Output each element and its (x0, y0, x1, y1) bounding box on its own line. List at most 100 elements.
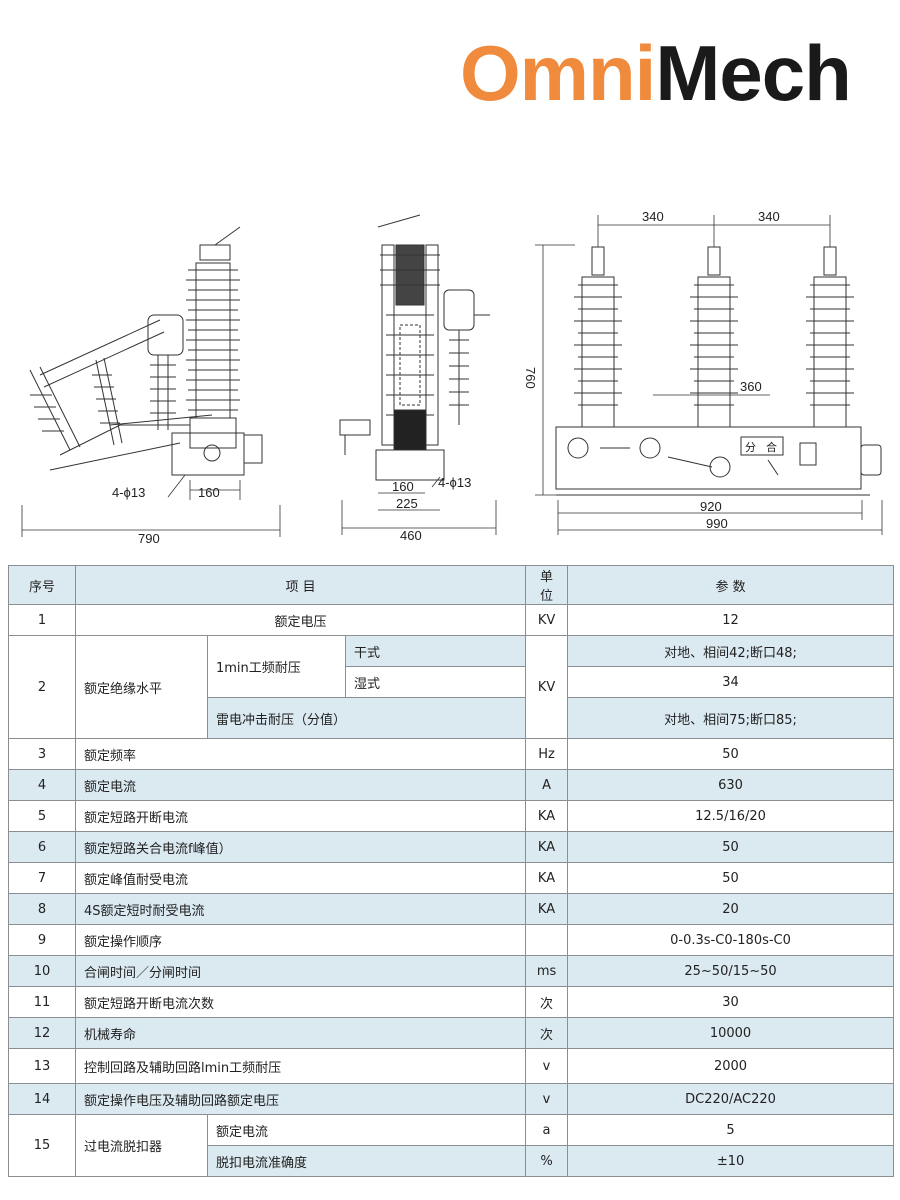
row-unit: v (525, 1048, 569, 1084)
side-base-frame (49, 424, 263, 476)
table-row: 雷电冲击耐压（分值） 对地、相间75;断口85; (9, 697, 895, 739)
front-dim-a: 160 (392, 479, 414, 494)
side-dim-total: 790 (138, 531, 160, 546)
row-subitem: 脱扣电流准确度 (206, 1145, 527, 1177)
row-item: 额定操作电压及辅助回路额定电压 (74, 1083, 527, 1115)
row-unit: KV (525, 604, 569, 636)
side-dim-holes: 4-ϕ13 (112, 485, 145, 500)
row-value: 50 (567, 862, 895, 894)
table-row: 4 额定电流 A 630 (8, 769, 895, 801)
table-row: 1 额定电压 KV 12 (8, 604, 895, 636)
row-item: 机械寿命 (74, 1017, 527, 1049)
row-value-wet: 34 (567, 666, 895, 698)
table-row: 6 额定短路关合电流f峰值） KA 50 (8, 831, 895, 863)
header-item: 项 目 (74, 565, 527, 605)
row-value: 2000 (567, 1048, 895, 1084)
row-subitem: 1min工频耐压 (207, 635, 346, 698)
front-dim-total: 460 (400, 528, 422, 543)
row-unit: KA (525, 893, 569, 925)
front-base-frame (339, 419, 445, 481)
row-item: 额定短路开断电流次数 (74, 986, 527, 1018)
row-unit: Hz (525, 738, 569, 770)
front-main-insulator (377, 214, 440, 451)
table-row: 7 额定峰值耐受电流 KA 50 (8, 862, 895, 894)
row-item: 过电流脱扣器 (75, 1114, 208, 1177)
row-value-impulse: 对地、相间75;断口85; (567, 697, 895, 739)
row-value: 0-0.3s-C0-180s-C0 (567, 924, 895, 956)
row-unit: a (525, 1114, 569, 1146)
row-unit: A (525, 769, 569, 801)
row-item: 额定操作顺序 (74, 924, 527, 956)
row-value: 25~50/15~50 (567, 955, 895, 987)
row-no: 12 (8, 1017, 76, 1049)
row-item: 合闸时间／分闸时间 (74, 955, 527, 987)
row-value: 30 (567, 986, 895, 1018)
row-no: 2 (8, 635, 76, 739)
table-row: 11 额定短路开断电流次数 次 30 (8, 986, 895, 1018)
table-row: 脱扣电流准确度 % ±10 (9, 1145, 895, 1177)
row-value: 12.5/16/20 (567, 800, 895, 832)
row-subitem: 额定电流 (206, 1114, 527, 1146)
row-item: 额定电压 (74, 604, 527, 636)
row-no: 4 (8, 769, 76, 801)
three-pole-view-drawing: 340 340 760 360 (523, 209, 883, 535)
table-row: 3 额定频率 Hz 50 (8, 738, 895, 770)
row-no: 14 (8, 1083, 76, 1115)
header-unit: 单位 (525, 565, 569, 605)
row-item: 额定短路关合电流f峰值） (74, 831, 527, 863)
pole-spacing-1: 340 (642, 209, 664, 224)
spec-table: 序号 项 目 单位 参 数 1 额定电压 KV 12 2 额定绝缘水平 1min… (8, 565, 895, 1177)
table-row: 10 合闸时间／分闸时间 ms 25~50/15~50 (8, 955, 895, 987)
front-view-drawing: 160 4-ϕ13 225 460 (339, 214, 497, 543)
row-unit: KA (525, 800, 569, 832)
row-item: 额定电流 (74, 769, 527, 801)
table-row: 8 4S额定短时耐受电流 KA 20 (8, 893, 895, 925)
table-header-row: 序号 项 目 单位 参 数 (8, 565, 895, 605)
row-item: 额定绝缘水平 (75, 635, 208, 739)
front-side-insulator (443, 289, 490, 425)
side-insulator-stack (186, 226, 241, 449)
row-item: 额定频率 (74, 738, 527, 770)
logo-part-omni: Omni (460, 29, 656, 117)
row-unit (525, 924, 569, 956)
row-value: 630 (567, 769, 895, 801)
row-value: ±10 (567, 1145, 895, 1177)
row-item: 额定峰值耐受电流 (74, 862, 527, 894)
row-subitem-wet: 湿式 (344, 666, 527, 698)
row-value: 20 (567, 893, 895, 925)
pole-2 (690, 246, 738, 428)
row-no: 6 (8, 831, 76, 863)
table-row: 13 控制回路及辅助回路lmin工频耐压 v 2000 (8, 1048, 895, 1084)
pole-1 (574, 246, 622, 428)
header-value: 参 数 (567, 565, 895, 605)
row-no: 10 (8, 955, 76, 987)
table-row: 湿式 34 (9, 666, 895, 698)
row-no: 5 (8, 800, 76, 832)
table-row: 2 额定绝缘水平 1min工频耐压 干式 KV 对地、相间42;断口48; (8, 635, 895, 739)
row-item: 额定短路开断电流 (74, 800, 527, 832)
table-row: 14 额定操作电压及辅助回路额定电压 v DC220/AC220 (8, 1083, 895, 1115)
side-dim-base: 160 (198, 485, 220, 500)
row-no: 1 (8, 604, 76, 636)
row-item: 控制回路及辅助回路lmin工频耐压 (74, 1048, 527, 1084)
row-no: 7 (8, 862, 76, 894)
row-value: 10000 (567, 1017, 895, 1049)
row-value: DC220/AC220 (567, 1083, 895, 1115)
pole-spacing-2: 340 (758, 209, 780, 224)
row-no: 11 (8, 986, 76, 1018)
row-unit: ms (525, 955, 569, 987)
table-row: 5 额定短路开断电流 KA 12.5/16/20 (8, 800, 895, 832)
side-small-insulators (29, 355, 176, 451)
header-no: 序号 (8, 565, 76, 605)
technical-drawings: 160 4-ϕ13 790 (0, 205, 900, 550)
front-dimensions (341, 476, 497, 535)
mechanism-box (555, 426, 882, 496)
base-dimensions (557, 500, 883, 535)
row-unit: 次 (525, 1017, 569, 1049)
brand-logo: OmniMech (460, 28, 852, 118)
table-row: 12 机械寿命 次 10000 (8, 1017, 895, 1049)
side-dimensions (21, 474, 281, 537)
row-no: 3 (8, 738, 76, 770)
table-row: 9 额定操作顺序 0-0.3s-C0-180s-C0 (8, 924, 895, 956)
front-dim-b: 225 (396, 496, 418, 511)
